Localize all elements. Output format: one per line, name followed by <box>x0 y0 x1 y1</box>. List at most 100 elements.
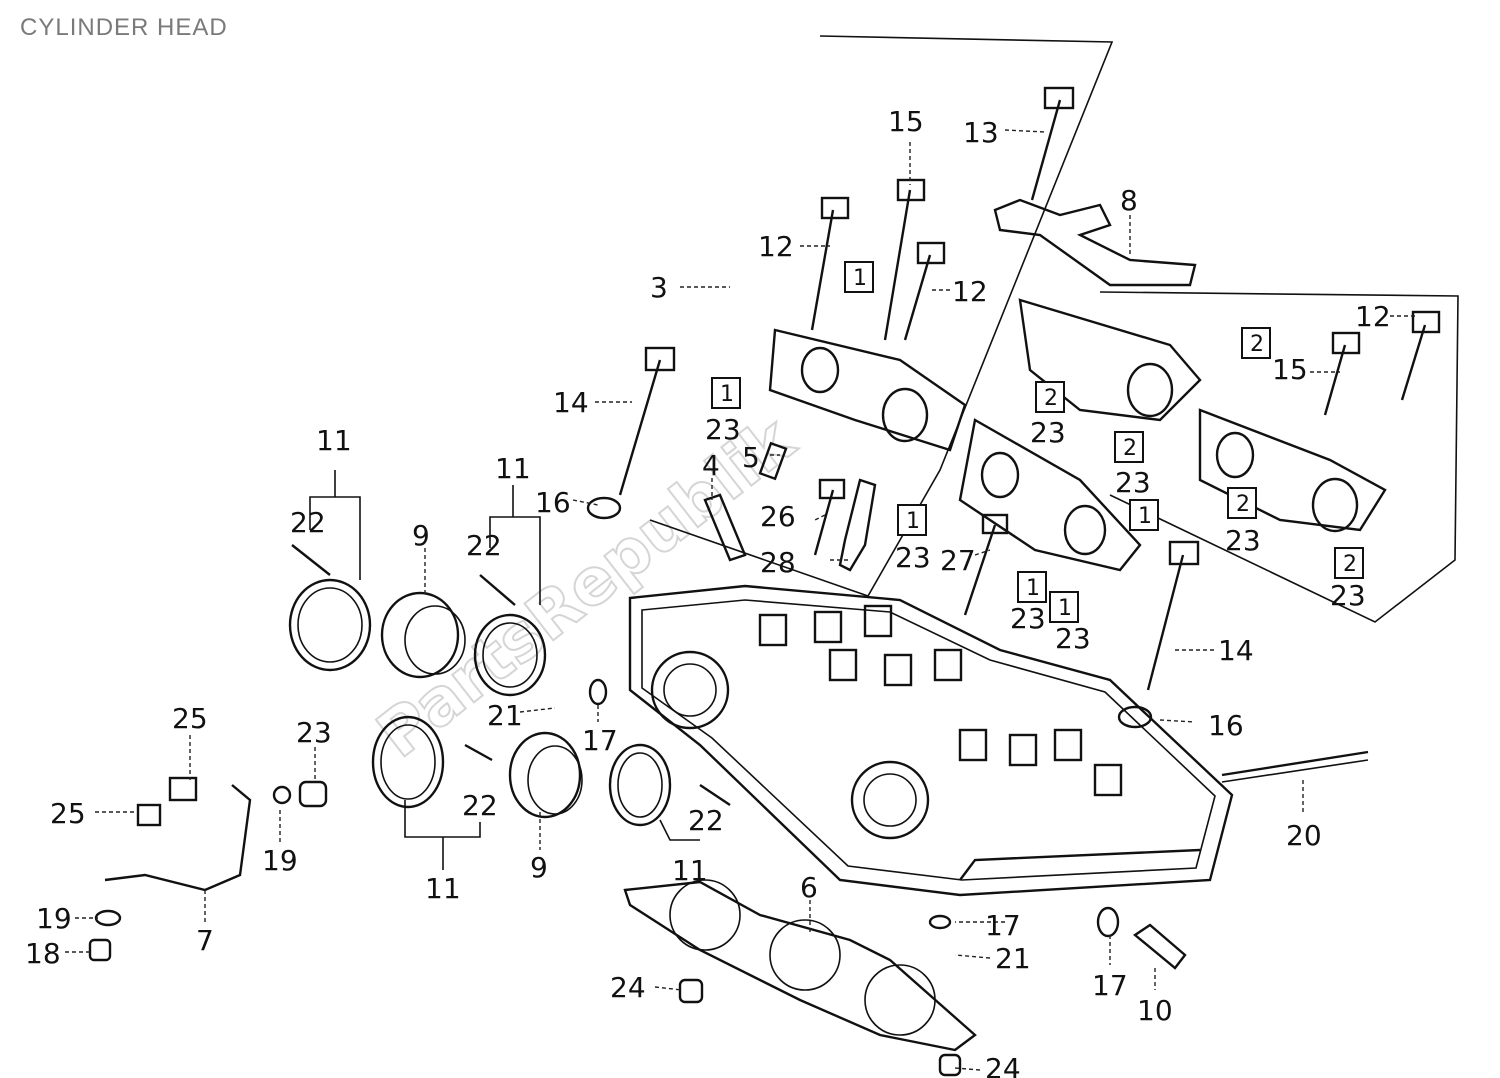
intake-clamps <box>288 578 672 827</box>
intake-insulators <box>380 591 583 819</box>
callout-12-a: 12 <box>758 230 794 263</box>
svg-text:1: 1 <box>720 382 734 407</box>
dowel-4 <box>703 493 747 562</box>
camshaft-holder-upper <box>1018 298 1202 422</box>
group-brackets-11 <box>309 470 700 870</box>
callout-23-c: 23 <box>1030 416 1066 449</box>
callout-9-top: 9 <box>412 519 430 552</box>
svg-text:1: 1 <box>1026 576 1040 601</box>
callout-24-b: 24 <box>985 1052 1021 1078</box>
cylinder-head <box>628 584 1234 897</box>
callout-11-c: 11 <box>425 872 461 905</box>
boxed-refs: 1 1 1 1 1 1 2 2 2 2 2 <box>711 261 1364 623</box>
washer-17-mid <box>928 914 952 930</box>
svg-text:2: 2 <box>1250 332 1264 357</box>
callout-22-b: 22 <box>466 529 502 562</box>
callout-7: 7 <box>196 924 214 957</box>
callout-23-g: 23 <box>1055 622 1091 655</box>
head-gasket <box>623 879 977 1052</box>
callout-24-a: 24 <box>610 971 646 1004</box>
callout-18: 18 <box>25 937 61 970</box>
callout-21-b: 21 <box>995 942 1031 975</box>
callout-14-a: 14 <box>553 386 589 419</box>
screws-22 <box>291 544 731 806</box>
callout-25-b: 25 <box>50 797 86 830</box>
stud-20 <box>1221 750 1369 777</box>
callout-22-d: 22 <box>688 804 724 837</box>
svg-text:1: 1 <box>853 266 867 291</box>
callout-16-a: 16 <box>535 486 571 519</box>
callout-22-a: 22 <box>290 506 326 539</box>
washer-16-left <box>586 496 622 520</box>
callout-23-b: 23 <box>705 413 741 446</box>
callouts: 3 4 5 6 7 8 9 9 10 11 11 11 11 12 12 12 … <box>25 105 1391 1078</box>
callout-11-b: 11 <box>495 452 531 485</box>
callout-22-c: 22 <box>462 789 498 822</box>
callout-10: 10 <box>1137 994 1173 1027</box>
o-ring-19-upper <box>272 785 292 805</box>
callout-19-b: 19 <box>36 902 72 935</box>
camshaft-holder-center <box>958 418 1142 572</box>
callout-11-a: 11 <box>316 424 352 457</box>
svg-text:1: 1 <box>1058 596 1072 621</box>
callout-4: 4 <box>702 449 720 482</box>
group-outline-right <box>1099 291 1459 623</box>
cap-18 <box>88 938 112 962</box>
camshaft-holder-right <box>1198 408 1387 533</box>
callout-27: 27 <box>940 544 976 577</box>
callout-11-d: 11 <box>672 854 708 887</box>
callout-23-f: 23 <box>1010 602 1046 635</box>
callout-5: 5 <box>742 441 760 474</box>
svg-text:1: 1 <box>1138 504 1152 529</box>
callout-8: 8 <box>1120 184 1138 217</box>
spark-plug <box>838 478 877 572</box>
leader-lines <box>65 129 1415 1071</box>
page-title: CYLINDER HEAD <box>20 14 228 41</box>
callout-17-c: 17 <box>1092 969 1128 1002</box>
bolts <box>618 86 1441 691</box>
callout-28: 28 <box>760 546 796 579</box>
callout-12-b: 12 <box>952 275 988 308</box>
fitting-25-lower <box>136 803 162 827</box>
callout-3: 3 <box>650 271 668 304</box>
dowel-5 <box>758 441 788 481</box>
callout-20: 20 <box>1286 819 1322 852</box>
cap-24-lower <box>938 1053 962 1077</box>
o-ring-19-lower <box>94 909 122 927</box>
svg-text:1: 1 <box>906 509 920 534</box>
cap-24-upper <box>678 978 704 1004</box>
breather-pipe <box>104 784 252 892</box>
callout-17-a: 17 <box>582 724 618 757</box>
callout-21-a: 21 <box>487 699 523 732</box>
cap-23 <box>298 780 328 808</box>
svg-text:2: 2 <box>1123 436 1137 461</box>
camshaft-holder-left <box>768 328 967 452</box>
callout-23-i: 23 <box>1330 579 1366 612</box>
callout-17-b: 17 <box>985 909 1021 942</box>
washer-17-lower <box>1096 906 1120 938</box>
callout-15-b: 15 <box>1272 353 1308 386</box>
callout-19-a: 19 <box>262 844 298 877</box>
callout-25-a: 25 <box>172 702 208 735</box>
sensor-10 <box>1132 923 1187 970</box>
callout-26: 26 <box>760 500 796 533</box>
group-outline-left <box>649 35 1114 597</box>
svg-text:2: 2 <box>1044 386 1058 411</box>
callout-23-d: 23 <box>1115 466 1151 499</box>
callout-14-b: 14 <box>1218 634 1254 667</box>
washer-16-right <box>1117 705 1153 729</box>
svg-text:2: 2 <box>1236 492 1250 517</box>
callout-9-bottom: 9 <box>530 851 548 884</box>
svg-text:2: 2 <box>1343 552 1357 577</box>
callout-23-h: 23 <box>1225 524 1261 557</box>
callout-15-a: 15 <box>888 105 924 138</box>
washer-17-upper <box>588 678 608 706</box>
callout-6: 6 <box>800 871 818 904</box>
callout-16-b: 16 <box>1208 709 1244 742</box>
callout-12-c: 12 <box>1355 300 1391 333</box>
plate-8 <box>993 198 1197 287</box>
callout-13: 13 <box>963 116 999 149</box>
callout-23-a: 23 <box>296 716 332 749</box>
fitting-25-upper <box>168 776 198 802</box>
